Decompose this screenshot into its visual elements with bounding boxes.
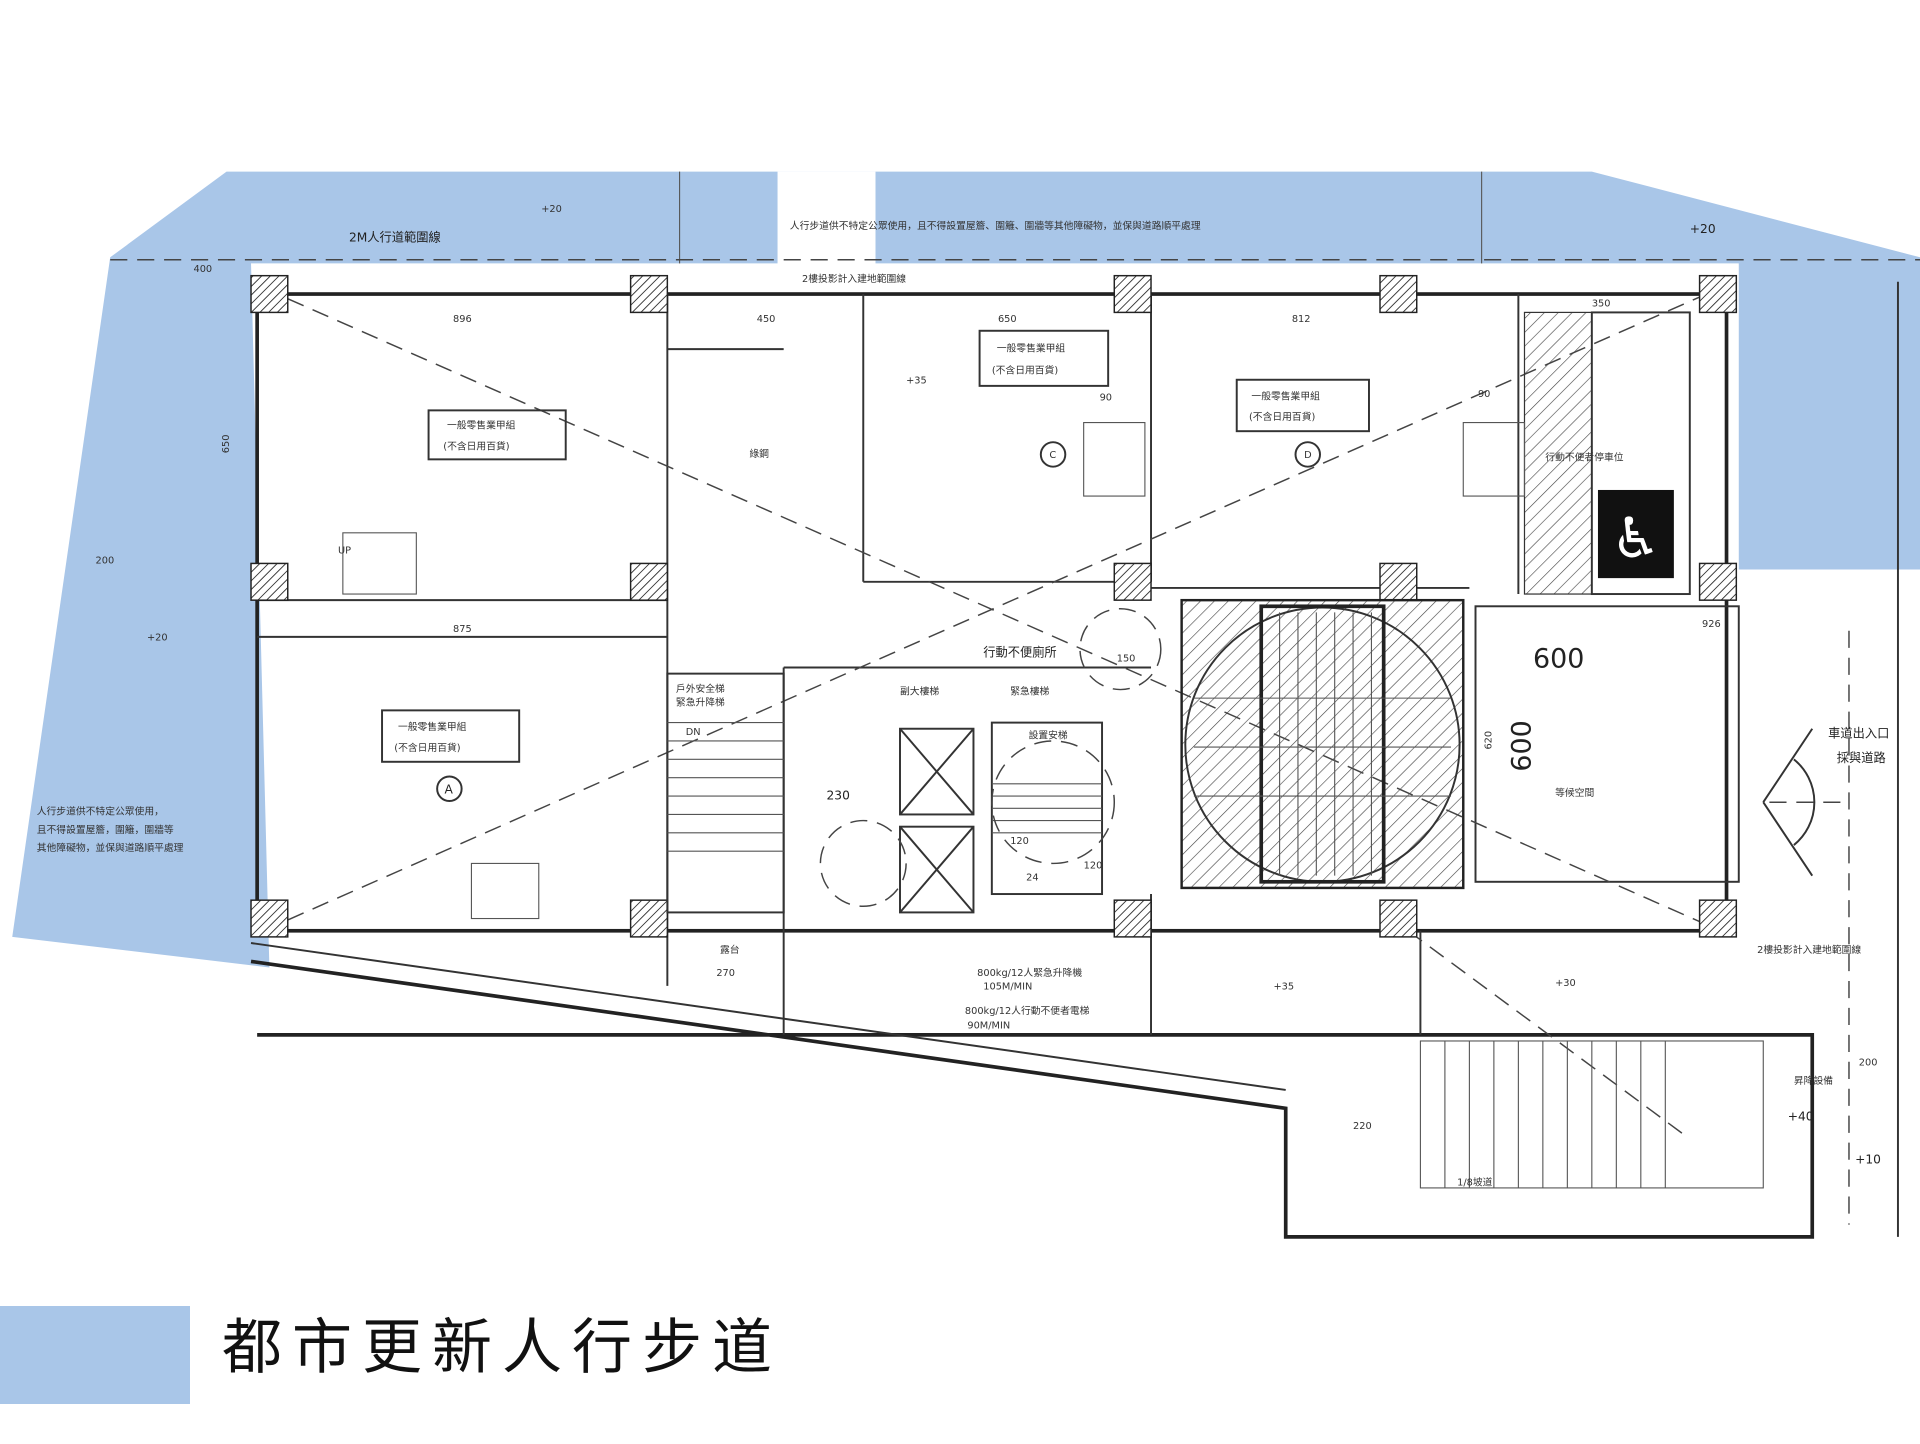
dimension-label: 90	[1100, 393, 1112, 404]
level-marker: +30	[1555, 978, 1576, 989]
svg-text:♿: ♿	[1611, 506, 1661, 571]
dimension-label: 90	[1478, 389, 1490, 400]
lobby-label: 綠鋼	[749, 447, 769, 460]
room-c-marker: C	[1049, 450, 1056, 461]
elevator-spec-1: 800kg/12人緊急升降機	[977, 966, 1082, 979]
lift-label: 昇降設備	[1794, 1074, 1833, 1087]
building-outline	[255, 292, 1729, 933]
level-marker: +35	[1273, 982, 1294, 993]
room-label: 一般零售業甲組	[398, 720, 467, 733]
stair-up-label: UP	[338, 546, 351, 557]
emergency-lift-label: 緊急升降梯	[676, 695, 725, 708]
dimension-label: 620	[1483, 731, 1494, 750]
accessible-parking-label: 行動不便者停車位	[1545, 451, 1623, 464]
elevator-speed-2: 90M/MIN	[967, 1021, 1010, 1032]
waiting-space-label: 等候空間	[1555, 786, 1594, 799]
driveway-note-1: 車道出入口	[1828, 726, 1889, 740]
dimension-label: 400	[193, 264, 212, 275]
dimension-label: 200	[96, 555, 115, 566]
dimension-label: 120	[1084, 860, 1103, 871]
outdoor-stair-label: 戶外安全梯	[676, 682, 725, 695]
setback-line-label: 2M人行道範圍線	[349, 229, 441, 244]
dimension-label: 926	[1702, 619, 1721, 630]
dimension-label: 896	[453, 314, 472, 325]
ramp-label: 1/8坡道	[1457, 1175, 1493, 1188]
elevator-speed-1: 105M/MIN	[983, 982, 1032, 993]
room-label: 一般零售業甲組	[1251, 389, 1320, 402]
dimension-label: 220	[1353, 1121, 1372, 1132]
walkway-note-top: 人行步道供不特定公眾使用，且不得設置屋簷、圍籬、圍牆等其他障礙物，並保與道路順平…	[790, 219, 1201, 232]
level-marker: +10	[1855, 1152, 1881, 1166]
terrace-label: 露台	[720, 943, 740, 956]
walkway-note-left-1: 人行步道供不特定公眾使用，	[37, 804, 164, 817]
room-label: 一般零售業甲組	[997, 342, 1066, 355]
projection-line-right-label: 2樓投影計入建地範圍線	[1757, 943, 1861, 956]
dimension-600-vertical: 600	[1507, 720, 1538, 771]
room-sub: (不含日用百貨)	[1249, 410, 1315, 423]
room-label: 一般零售業甲組	[447, 419, 516, 432]
small-room-1-label: 副大樓梯	[900, 684, 939, 697]
wheelchair-icon	[1597, 489, 1674, 579]
accessible-restroom-label: 行動不便廁所	[983, 644, 1056, 659]
driveway-note-2: 採與道路	[1837, 750, 1886, 765]
small-room-2-label: 緊急樓梯	[1010, 684, 1049, 697]
dimension-label: 230	[827, 789, 850, 803]
level-marker: +20	[541, 204, 562, 215]
dimension-label: 350	[1592, 298, 1611, 309]
dimension-600-horizontal: 600	[1533, 644, 1584, 675]
walkway-note-left-2: 且不得設置屋簷，圍籬，圍牆等	[37, 823, 174, 836]
dimension-label: 812	[1292, 314, 1311, 325]
urban-renewal-walkway-area	[12, 171, 1920, 968]
dimension-label: 650	[998, 314, 1017, 325]
dimension-label: 875	[453, 624, 472, 635]
stairs	[342, 422, 1764, 1189]
structural-columns	[250, 274, 1738, 938]
legend-swatch-walkway	[0, 1306, 190, 1404]
dimension-label: 24	[1026, 873, 1038, 884]
dimension-label: 650	[221, 435, 232, 454]
walkway-gap	[777, 171, 876, 265]
walkway-note-left-3: 其他障礙物，並保與道路順平處理	[37, 841, 184, 854]
level-marker: +20	[1690, 222, 1716, 236]
dimension-label: 270	[716, 968, 735, 979]
dimension-label: 150	[1117, 653, 1136, 664]
room-d-marker: D	[1304, 450, 1312, 461]
room-sub: (不含日用百貨)	[992, 364, 1058, 377]
projection-line-top-label: 2樓投影計入建地範圍線	[802, 272, 906, 285]
level-marker: +40	[1788, 1110, 1814, 1124]
dimension-label: 450	[757, 314, 776, 325]
room-sub: (不含日用百貨)	[394, 741, 460, 754]
stair-down-label: DN	[686, 727, 701, 738]
stair-core-label: 設置安梯	[1029, 729, 1068, 742]
room-sub: (不含日用百貨)	[443, 440, 509, 453]
elevators	[899, 727, 975, 914]
level-marker: +35	[906, 375, 927, 386]
dimension-label: 120	[1010, 836, 1029, 847]
legend-label: 都市更新人行步道	[222, 1313, 782, 1383]
dimension-label: 200	[1859, 1057, 1878, 1068]
level-marker: +20	[147, 633, 168, 644]
room-a-marker: A	[444, 783, 453, 797]
elevator-spec-2: 800kg/12人行動不便者電梯	[965, 1004, 1090, 1017]
